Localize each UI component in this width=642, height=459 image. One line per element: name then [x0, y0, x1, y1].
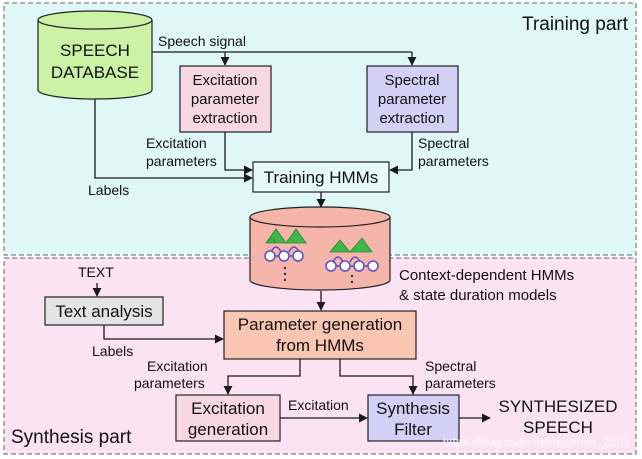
spectral-parameters-bottom-label-2: parameters — [425, 375, 496, 391]
generation-to-excitation-arrow — [223, 359, 301, 395]
speech-database-label-2: DATABASE — [51, 63, 139, 82]
excitation-parameters-top-label-2: parameters — [146, 153, 217, 169]
speech-database-body — [37, 20, 153, 100]
text-analysis-label: Text analysis — [55, 302, 152, 321]
parameter-generation-label-2: from HMMs — [276, 336, 364, 355]
labels-top-label: Labels — [88, 182, 129, 198]
spectral-parameters-top-label-1: Spectral — [418, 135, 469, 151]
spectral-extraction-label-2: parameter — [378, 91, 446, 108]
text-analysis-box: Text analysis — [44, 296, 164, 326]
labels-to-training-arrow — [94, 99, 253, 183]
watermark: https://blog.csdn.net/ouomao_2001 — [443, 435, 631, 449]
hmm-state-icon-right — [325, 237, 379, 284]
spectral-parameters-bottom-label-1: Spectral — [425, 358, 476, 374]
spectral-params-to-training-arrow — [389, 132, 413, 175]
spectral-extraction-box: Spectral parameter extraction — [366, 65, 459, 133]
hmm-state-icon-left — [264, 228, 307, 282]
speech-signal-label: Speech signal — [158, 33, 246, 49]
excitation-generation-box: Excitation generation — [175, 394, 281, 442]
excitation-parameters-bottom-label-2: parameters — [134, 375, 205, 391]
excitation-extraction-box: Excitation parameter extraction — [179, 65, 272, 133]
synthesis-filter-label-2: Filter — [394, 420, 432, 439]
excitation-generation-label-1: Excitation — [191, 399, 265, 418]
training-hmms-label: Training HMMs — [264, 168, 379, 187]
spectral-parameters-top-label-2: parameters — [418, 153, 489, 169]
synthesized-speech-label-1: SYNTHESIZED — [498, 397, 617, 416]
synthesis-filter-box: Synthesis Filter — [367, 394, 460, 442]
training-hmms-box: Training HMMs — [252, 161, 390, 193]
excitation-generation-label-2: generation — [188, 420, 268, 439]
parameter-generation-box: Parameter generation from HMMs — [223, 310, 417, 360]
synthesized-speech-label-2: SPEECH — [523, 418, 593, 437]
synthesis-part-title: Synthesis part — [11, 427, 132, 448]
training-part-title: Training part — [522, 14, 629, 35]
excitation-extraction-label-2: parameter — [191, 91, 259, 108]
labels-bottom-label: Labels — [92, 343, 133, 359]
text-input-label: TEXT — [78, 264, 114, 280]
speech-database-label-1: SPEECH — [60, 41, 130, 60]
hmm-models-database — [249, 206, 391, 291]
generation-to-filter-arrow — [339, 359, 418, 395]
excitation-parameters-top-label-1: Excitation — [146, 135, 207, 151]
synthesis-filter-label-1: Synthesis — [376, 399, 450, 418]
excitation-extraction-label-3: extraction — [192, 110, 257, 127]
spectral-extraction-label-3: extraction — [379, 110, 444, 127]
parameter-generation-label-1: Parameter generation — [238, 315, 402, 334]
excitation-params-to-training-arrow — [224, 132, 253, 175]
excitation-signal-label: Excitation — [288, 397, 349, 413]
models-caption-1: Context-dependent HMMs — [399, 267, 574, 284]
excitation-parameters-bottom-label-1: Excitation — [147, 358, 208, 374]
spectral-extraction-label-1: Spectral — [384, 72, 439, 89]
excitation-extraction-label-1: Excitation — [192, 72, 257, 89]
speech-database: SPEECH DATABASE — [37, 10, 153, 100]
labels-to-generation-arrow — [103, 325, 224, 344]
models-caption-2: & state duration models — [399, 287, 557, 304]
speech-database-top — [37, 10, 153, 30]
